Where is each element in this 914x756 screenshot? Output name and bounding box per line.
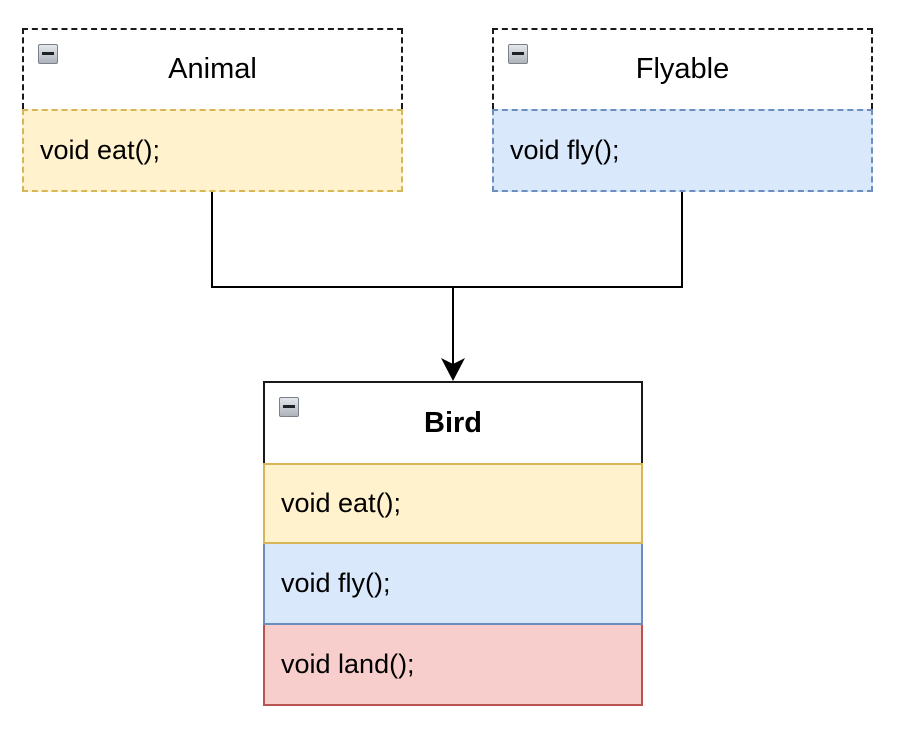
bird-member-eat[interactable]: void eat(); (263, 463, 643, 544)
collapse-icon[interactable] (508, 44, 528, 64)
animal-member-eat[interactable]: void eat(); (22, 109, 403, 192)
flyable-member-fly[interactable]: void fly(); (492, 109, 873, 192)
animal-connector (211, 192, 453, 288)
arrowhead-icon (441, 358, 465, 381)
flyable-class-title: Flyable (635, 53, 730, 85)
animal-class-box[interactable]: Animal void eat(); (22, 28, 403, 192)
bird-class-header[interactable]: Bird (263, 381, 643, 463)
bird-class-title: Bird (424, 406, 482, 439)
flyable-connector (453, 192, 683, 288)
animal-class-title: Animal (168, 53, 257, 85)
collapse-icon[interactable] (38, 44, 58, 64)
bird-member-fly[interactable]: void fly(); (263, 544, 643, 625)
bird-class-box[interactable]: Bird void eat(); void fly(); void land()… (263, 381, 643, 708)
flyable-class-header[interactable]: Flyable (492, 28, 873, 109)
animal-class-header[interactable]: Animal (22, 28, 403, 109)
flyable-class-box[interactable]: Flyable void fly(); (492, 28, 873, 192)
collapse-icon[interactable] (279, 397, 299, 417)
bird-member-land[interactable]: void land(); (263, 625, 643, 706)
